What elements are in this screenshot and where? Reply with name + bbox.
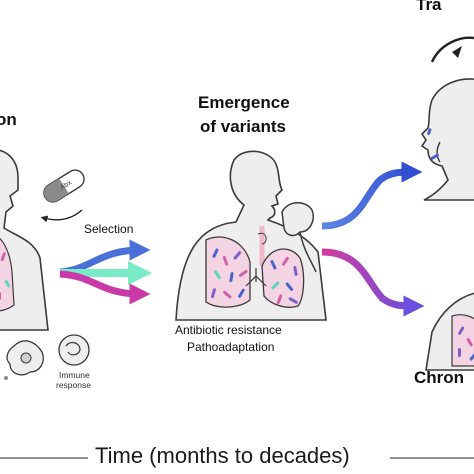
central-lung-right xyxy=(261,248,305,308)
bacteria-cluster xyxy=(211,248,298,304)
emergence-title-line-1: Emergence xyxy=(198,93,290,112)
antibiotic-capsule-icon xyxy=(43,169,85,203)
central-patient xyxy=(175,150,327,321)
cough-fist xyxy=(281,202,314,237)
emergence-title-line-2: of variants xyxy=(200,117,286,136)
arrow-to-transmission xyxy=(321,161,423,230)
left-title-line-2: on xyxy=(0,110,17,129)
immune-label-line-1: Immune xyxy=(59,370,90,380)
immune-cells-icon xyxy=(4,334,90,380)
selection-label: Selection xyxy=(84,222,134,236)
resistance-label: Antibiotic resistance xyxy=(175,323,282,337)
left-title-line-1: l xyxy=(0,86,1,106)
timeline-label: Time (months to decades) xyxy=(95,443,350,468)
abx-arrow xyxy=(40,209,83,223)
immune-label-line-2: response xyxy=(56,380,91,390)
transmission-title: Tra xyxy=(416,0,442,14)
arrow-blue xyxy=(59,239,151,276)
arrow-to-chronic xyxy=(321,248,425,317)
left-patient xyxy=(0,149,49,331)
transmission-cycle-arrow xyxy=(430,36,474,63)
pathoadaptation-label: Pathoadaptation xyxy=(187,340,275,354)
selection-arrows xyxy=(59,239,152,305)
transmission-patient xyxy=(420,36,474,201)
arrow-magenta xyxy=(59,270,151,305)
chronic-patient xyxy=(425,292,474,371)
chronic-title: Chron xyxy=(414,368,465,387)
chronic-lung xyxy=(451,314,474,367)
